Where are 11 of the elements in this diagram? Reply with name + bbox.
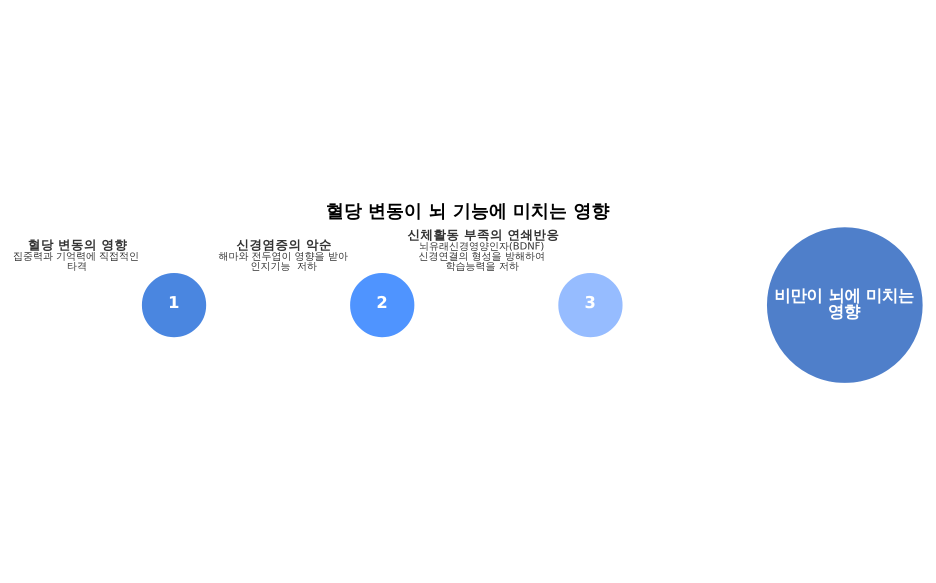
- node-label: 혈당 변동의 영향: [28, 237, 128, 252]
- node-label: 신경염증의 악순: [236, 237, 332, 252]
- node-circle: 비만이 뇌에 미치는 영향: [766, 226, 924, 384]
- node-label: 신체활동 부족의 연쇄반응: [408, 227, 560, 242]
- node-label: 뇌유래신경영양인자(BDNF) 신경연결의 형성을 방해하여 학습능력을 저하: [418, 242, 545, 273]
- node-circle: 2: [349, 272, 416, 338]
- node-circle: 3: [557, 272, 624, 338]
- node-label: 집중력과 기억력에 직접적인 타격: [12, 252, 140, 273]
- diagram-title: 혈당 변동이 뇌 기능에 미치는 영향: [326, 200, 610, 222]
- node-circle: 1: [141, 272, 208, 338]
- node-label: 해마와 전두엽이 영향을 받아 인지기능 저하: [218, 252, 348, 273]
